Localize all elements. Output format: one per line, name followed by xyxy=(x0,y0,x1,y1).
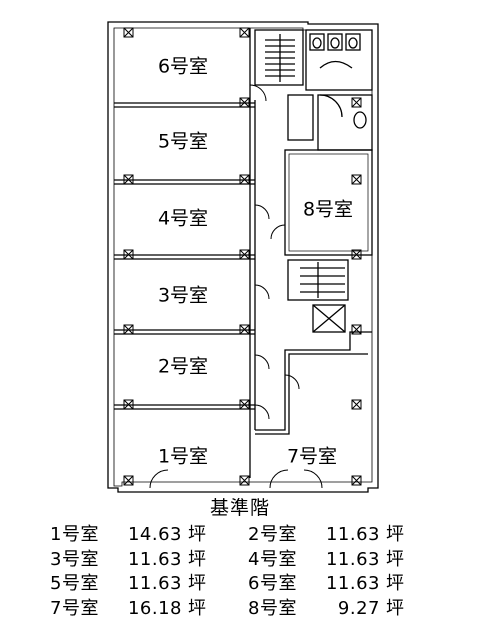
area-value: 11.63 xyxy=(325,548,380,570)
area-room-name: 4号室 xyxy=(248,548,297,570)
area-value: 11.63 xyxy=(325,573,380,595)
area-value: 11.63 xyxy=(127,573,182,595)
area-entry: 8号室 9.27 坪 xyxy=(248,594,458,620)
area-unit: 坪 xyxy=(386,597,405,619)
area-unit: 坪 xyxy=(386,524,405,546)
area-room-name: 3号室 xyxy=(50,548,99,570)
area-unit: 坪 xyxy=(188,573,207,595)
room-3-label: 3号室 xyxy=(158,285,208,307)
restroom-area xyxy=(287,29,373,151)
column-markers xyxy=(123,27,362,486)
floor-plan: 6号室 5号室 4号室 3号室 2号室 1号室 8号室 7号室 xyxy=(107,21,379,493)
corridor-wall-left xyxy=(249,28,256,478)
room-2-label: 2号室 xyxy=(158,356,208,378)
area-row: 5号室 11.63 坪 6号室 11.63 坪 xyxy=(50,570,480,595)
area-unit: 坪 xyxy=(188,524,207,546)
area-entry: 5号室 11.63 坪 xyxy=(50,569,260,595)
area-entry: 6号室 11.63 坪 xyxy=(248,569,458,595)
area-entry: 7号室 16.18 坪 xyxy=(50,594,260,620)
area-room-name: 6号室 xyxy=(248,573,297,595)
area-row: 7号室 16.18 坪 8号室 9.27 坪 xyxy=(50,595,480,620)
stair-middle xyxy=(287,259,349,301)
room-6-label: 6号室 xyxy=(158,56,208,78)
area-unit: 坪 xyxy=(386,548,405,570)
area-room-name: 5号室 xyxy=(50,573,99,595)
area-value: 11.63 xyxy=(325,524,380,546)
area-unit: 坪 xyxy=(386,573,405,595)
area-room-name: 2号室 xyxy=(248,524,297,546)
room-4-label: 4号室 xyxy=(158,208,208,230)
area-value: 16.18 xyxy=(127,597,182,619)
area-value: 9.27 xyxy=(337,597,380,619)
area-unit: 坪 xyxy=(188,597,207,619)
area-entry: 1号室 14.63 坪 xyxy=(50,520,260,546)
area-row: 1号室 14.63 坪 2号室 11.63 坪 xyxy=(50,521,480,546)
room-7-walls xyxy=(255,331,372,435)
room-1-label: 1号室 xyxy=(158,446,208,468)
room-8-label: 8号室 xyxy=(303,199,353,221)
area-room-name: 8号室 xyxy=(248,597,297,619)
area-unit: 坪 xyxy=(188,548,207,570)
floor-title: 基準階 xyxy=(209,497,270,519)
elevator xyxy=(312,304,346,333)
area-room-name: 1号室 xyxy=(50,524,99,546)
outer-wall xyxy=(107,21,379,493)
door-swings xyxy=(149,84,323,489)
room-5-label: 5号室 xyxy=(158,131,208,153)
area-entry: 2号室 11.63 坪 xyxy=(248,520,458,546)
left-partitions xyxy=(114,102,255,410)
plan-caption: 基準階 1号室 14.63 坪 2号室 11.63 坪 3号室 11.63 坪 4号室 11.… xyxy=(0,497,480,619)
room-7-label: 7号室 xyxy=(287,446,337,468)
area-value: 11.63 xyxy=(127,548,182,570)
area-row: 3号室 11.63 坪 4号室 11.63 坪 xyxy=(50,546,480,571)
area-room-name: 7号室 xyxy=(50,597,99,619)
area-entry: 4号室 11.63 坪 xyxy=(248,545,458,571)
area-entry: 3号室 11.63 坪 xyxy=(50,545,260,571)
outer-wall-inner xyxy=(113,27,373,487)
area-value: 14.63 xyxy=(127,524,182,546)
stair-top xyxy=(254,29,304,86)
